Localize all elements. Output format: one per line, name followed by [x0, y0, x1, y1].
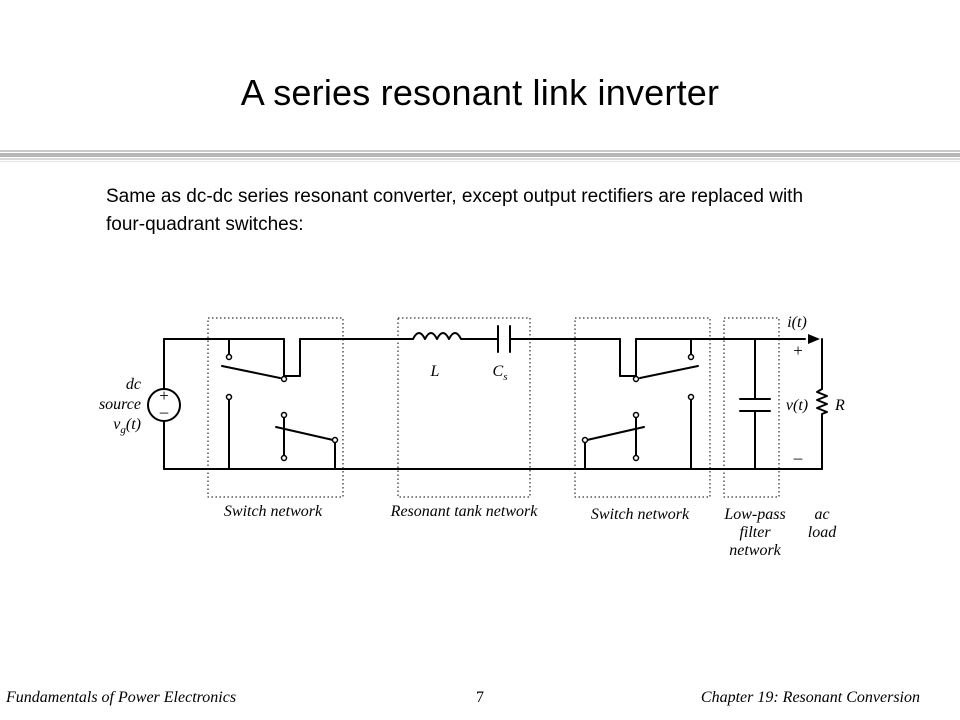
- footer-book-title: Fundamentals of Power Electronics: [6, 689, 237, 706]
- footer-page-number: 7: [476, 689, 484, 706]
- intro-text: Same as dc-dc series resonant converter,…: [106, 186, 804, 235]
- switch-network-1-switches: [221, 365, 336, 470]
- voltage-label: v(t): [786, 397, 808, 414]
- source-label-dc: dc: [126, 376, 141, 393]
- title-divider-band: [0, 153, 960, 157]
- switch-network-2-switches: [584, 365, 699, 470]
- source-v-symbol: v: [113, 416, 121, 433]
- capacitor-c-symbol: C: [493, 363, 504, 380]
- title-divider-shadow: [0, 158, 960, 160]
- dc-source: [147, 338, 181, 470]
- title-divider: [0, 150, 960, 152]
- source-label-source: source: [99, 396, 141, 413]
- switch-network-1-box: [207, 317, 344, 498]
- filter-label-line-3: network: [729, 542, 781, 559]
- switch-network-2-box: [574, 317, 711, 498]
- source-minus: –: [159, 402, 169, 421]
- source-label-vg: vg(t): [113, 416, 141, 436]
- output-minus: –: [793, 448, 803, 467]
- source-plus: +: [159, 386, 169, 405]
- inductor-label: L: [430, 363, 440, 380]
- load-label-line-1: ac: [814, 506, 829, 523]
- capacitor-cs: [497, 325, 511, 353]
- source-g-subscript: g: [120, 424, 126, 436]
- source-t-argument: (t): [126, 416, 141, 433]
- load-resistor: [816, 388, 828, 422]
- filter-label-line-2: filter: [739, 524, 771, 541]
- current-arrow: [808, 334, 820, 344]
- filter-label-line-1: Low-pass: [723, 506, 785, 523]
- network-boxes: [207, 317, 780, 498]
- current-label: i(t): [787, 314, 807, 331]
- filter-network-box: [723, 317, 780, 498]
- circuit-wires: [163, 338, 823, 470]
- resistor-label: R: [834, 397, 845, 414]
- output-plus: +: [793, 341, 803, 360]
- capacitor-s-subscript: s: [503, 371, 507, 383]
- resonant-tank-box: [397, 317, 531, 498]
- slide-title: A series resonant link inverter: [240, 72, 720, 113]
- switch-network-2-label: Switch network: [591, 506, 690, 523]
- inductor-l: [412, 332, 466, 340]
- load-label-line-2: load: [808, 524, 837, 541]
- title-divider-fade: [0, 161, 960, 162]
- capacitor-label: Cs: [493, 363, 508, 383]
- switch-network-1-label: Switch network: [224, 503, 323, 520]
- resonant-tank-label: Resonant tank network: [390, 503, 539, 520]
- footer-chapter-title: Chapter 19: Resonant Conversion: [700, 689, 920, 706]
- filter-capacitor: [739, 398, 771, 412]
- switch-terminals: [225, 353, 695, 462]
